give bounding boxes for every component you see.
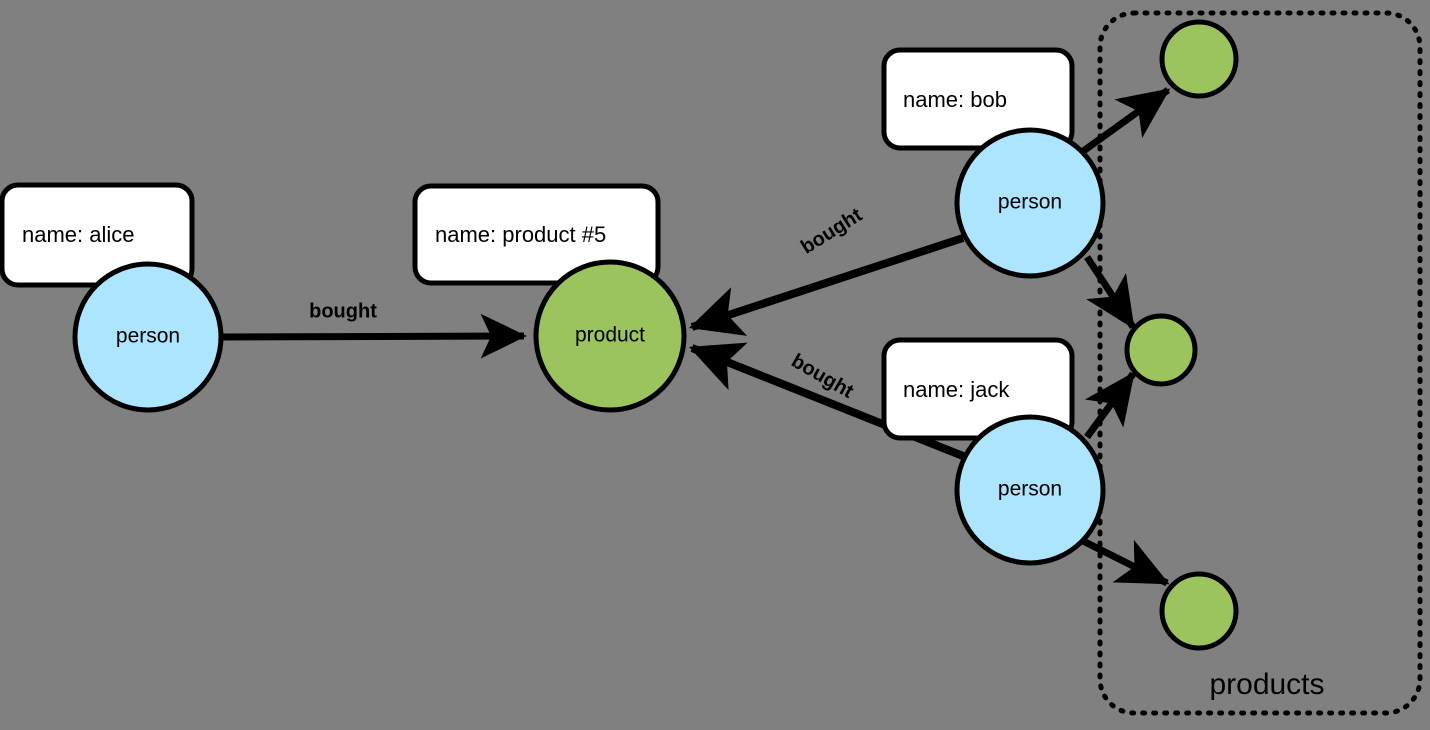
property-boxes-layer: name: alice name: product #5 name: bob n… (0, 47, 1075, 441)
property-box-alice-text: name: alice (22, 222, 135, 247)
node-jack-label: person (998, 478, 1062, 501)
node-alice[interactable]: person (72, 261, 224, 413)
node-product-mid[interactable] (1124, 313, 1198, 387)
node-product5-circle (533, 259, 687, 413)
edge-bob-to-product-top[interactable] (1079, 87, 1171, 155)
edge-jack-to-product-mid[interactable] (1084, 371, 1136, 440)
group-products-label: products (1209, 668, 1324, 701)
nodes-layer: person product person person (72, 19, 1239, 651)
node-alice-circle (72, 261, 224, 413)
property-box-product5-text: name: product #5 (435, 222, 606, 247)
node-bob[interactable]: person (954, 127, 1106, 279)
property-box-product5-shape (412, 183, 661, 286)
node-product-bottom[interactable] (1159, 571, 1239, 651)
node-product5-label: product (575, 324, 645, 347)
property-box-bob-text: name: bob (903, 87, 1007, 112)
property-box-jack-text: name: jack (903, 377, 1010, 402)
group-products[interactable]: products (1097, 10, 1423, 716)
property-box-bob-shape (881, 47, 1075, 151)
node-product-top[interactable] (1159, 19, 1239, 99)
edge-alice-bought-product5[interactable] (222, 313, 527, 359)
edge-label-jack-bought: bought (788, 350, 858, 403)
node-jack[interactable]: person (954, 414, 1106, 566)
property-box-bob[interactable]: name: bob (881, 47, 1075, 151)
edge-label-bob-bought: bought (797, 204, 866, 259)
edge-bob-to-product-mid[interactable] (1084, 255, 1136, 330)
edge-jack-to-product-bottom[interactable] (1081, 537, 1170, 587)
node-product5[interactable]: product (533, 259, 687, 413)
property-box-jack[interactable]: name: jack (881, 337, 1075, 441)
node-bob-label: person (998, 191, 1062, 214)
node-alice-label: person (116, 325, 180, 348)
edge-bob-bought-product5[interactable] (688, 234, 965, 336)
node-jack-circle (954, 414, 1106, 566)
node-bob-circle (954, 127, 1106, 279)
property-box-product5[interactable]: name: product #5 (412, 183, 661, 286)
edge-label-alice-bought: bought (309, 300, 377, 322)
